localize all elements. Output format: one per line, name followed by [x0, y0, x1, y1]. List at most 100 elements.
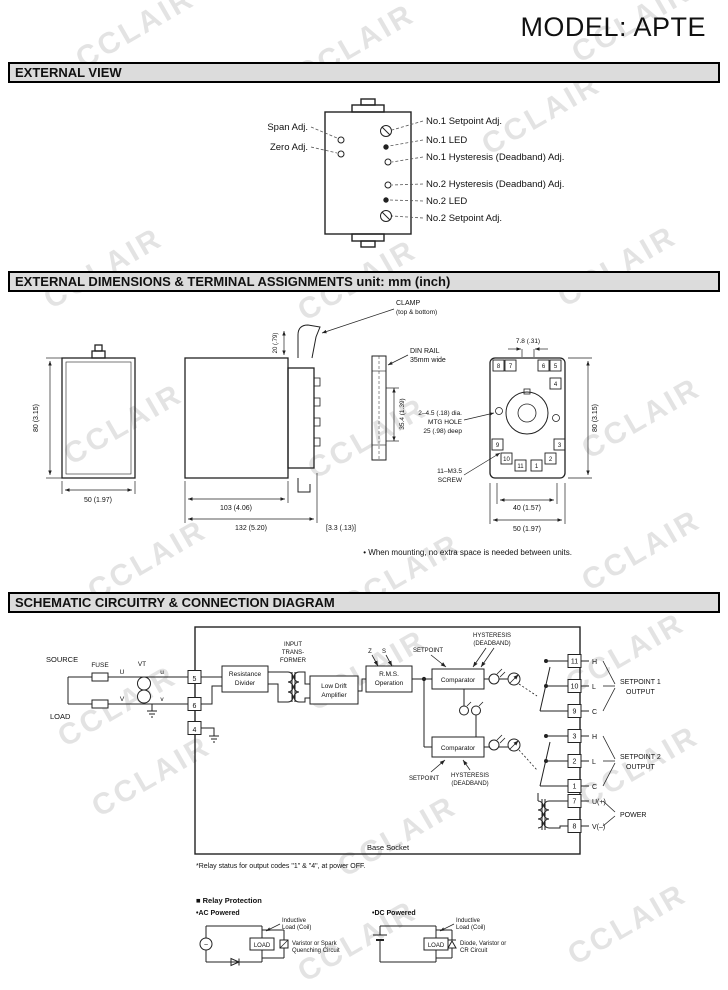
label-mtg-hole-3: 25 (.98) deep — [423, 428, 462, 435]
dim-rail-height: 35.4 (1.39) — [399, 398, 406, 429]
terminal-number: 10 — [503, 457, 510, 463]
terminal-number: 11 — [571, 659, 578, 666]
terminal-tag: V(–) — [592, 824, 605, 831]
section-header-schematic: SCHEMATIC CIRCUITRY & CONNECTION DIAGRAM — [8, 592, 720, 613]
label-hysteresis1-1: HYSTERESIS — [473, 633, 511, 639]
terminal-number: 8 — [497, 364, 501, 370]
section-title: EXTERNAL DIMENSIONS & TERMINAL ASSIGNMEN… — [15, 274, 451, 289]
terminal-tag: L — [592, 759, 596, 766]
leader-lines — [310, 120, 424, 219]
terminal-number: 10 — [571, 684, 579, 691]
label-inductive-dc-2: Load (Coil) — [456, 925, 485, 931]
label-screw-2: SCREW — [438, 477, 463, 484]
terminal-number: 9 — [573, 709, 577, 716]
label-output2-1: SETPOINT 2 — [620, 754, 661, 761]
label-clamp: CLAMP — [396, 300, 420, 307]
side-view — [184, 324, 321, 493]
schematic-wires — [67, 659, 616, 830]
terminal-number: 8 — [573, 824, 577, 831]
label-varistor-2: Quenching Circuit — [292, 948, 340, 954]
dc-protection-circuit — [373, 923, 457, 963]
terminal-number: 5 — [554, 364, 558, 370]
label-prim-u: U — [120, 669, 125, 676]
din-rail — [371, 355, 387, 461]
label-din-rail: DIN RAIL — [410, 348, 440, 355]
block-comparator2: Comparator — [441, 745, 476, 752]
label-sec-v: v — [160, 696, 164, 703]
front-view-dims — [46, 357, 136, 494]
mounting-note: • When mounting, no extra space is neede… — [363, 548, 572, 557]
label-output1-1: SETPOINT 1 — [620, 679, 661, 686]
relay-protection-title: ■ Relay Protection — [196, 896, 262, 905]
label-no1-led: No.1 LED — [426, 135, 467, 146]
terminal-number: 1 — [535, 464, 539, 470]
terminal-tag: C — [592, 784, 597, 791]
terminal-number: 7 — [573, 799, 577, 806]
label-adj-z: Z — [368, 649, 372, 655]
label-no1-hysteresis: No.1 Hysteresis (Deadband) Adj. — [426, 152, 564, 163]
terminal-number: 11 — [517, 464, 524, 470]
terminal-number: 2 — [549, 457, 553, 463]
label-varistor-1: Varistor or Spark — [292, 941, 338, 947]
ac-load-box: LOAD — [254, 943, 271, 949]
ac-protection-circuit — [199, 923, 289, 967]
block-resistance-1: Resistance — [229, 671, 262, 678]
label-hysteresis1-2: (DEADBAND) — [473, 641, 510, 647]
section-header-dimensions: EXTERNAL DIMENSIONS & TERMINAL ASSIGNMEN… — [8, 271, 720, 292]
dc-powered-title: •DC Powered — [372, 910, 416, 917]
label-zero-adj: Zero Adj. — [270, 142, 308, 153]
label-output2-2: OUTPUT — [626, 764, 656, 771]
block-comparator1: Comparator — [441, 677, 476, 684]
ac-powered-title: •AC Powered — [196, 910, 240, 917]
label-diode-1: Diode, Varistor or — [460, 941, 506, 947]
dim-pitch: 7.8 (.31) — [516, 338, 540, 345]
label-din-rail-sub: 35mm wide — [410, 357, 446, 364]
dim-rear-50: 50 (1.97) — [513, 526, 541, 533]
label-fuse: FUSE — [91, 662, 109, 669]
relay-note: *Relay status for output codes "1" & "4"… — [196, 863, 366, 870]
dim-gap: [3.3 (.13)] — [326, 525, 356, 532]
front-view — [61, 344, 136, 479]
dim-front-height: 80 (3.15) — [33, 404, 40, 432]
terminal-number: 1 — [573, 784, 577, 791]
terminal-number: 5 — [193, 676, 197, 683]
block-amplifier-2: Amplifier — [321, 692, 347, 699]
label-adj-s: S — [382, 649, 386, 655]
block-resistance-2: Divider — [235, 680, 256, 687]
terminal-number: 6 — [193, 703, 197, 710]
terminal-number: 7 — [509, 364, 513, 370]
terminal-boxes — [187, 654, 582, 833]
terminal-tag: H — [592, 659, 597, 666]
base-socket-outline — [194, 626, 581, 855]
terminal-number: 4 — [554, 382, 558, 388]
dim-depth-body: 103 (4.06) — [220, 505, 252, 512]
label-input-transformer-2: TRANS- — [282, 650, 304, 656]
label-no1-setpoint: No.1 Setpoint Adj. — [426, 116, 502, 127]
label-mtg-hole-2: MTG HOLE — [428, 419, 463, 426]
label-setpoint2-adj: SETPOINT — [409, 776, 439, 782]
page-title: MODEL: APTE — [520, 12, 706, 42]
label-inductive-ac-1: Inductive — [282, 918, 307, 924]
terminal-number: 3 — [558, 443, 562, 449]
relay-coils — [507, 672, 521, 752]
dim-rear-height: 80 (3.15) — [592, 404, 599, 432]
block-rms-2: Operation — [375, 680, 404, 687]
block-amplifier-1: Low Drift — [321, 683, 347, 690]
label-power: POWER — [620, 812, 646, 819]
label-output1-2: OUTPUT — [626, 689, 656, 696]
terminal-number: 2 — [573, 759, 577, 766]
block-rms-1: R.M.S. — [379, 671, 399, 678]
terminal-tag: L — [592, 684, 596, 691]
terminal-number: 6 — [542, 364, 546, 370]
section-title: SCHEMATIC CIRCUITRY & CONNECTION DIAGRAM — [15, 595, 335, 610]
label-setpoint1-adj: SETPOINT — [413, 648, 443, 654]
device-front-outline — [324, 98, 412, 248]
led-symbols — [459, 668, 506, 751]
dimensions-diagram: 80 (3.15) 50 (1.97) CLAMP (top & bottom)… — [33, 300, 599, 557]
terminal-tag: H — [592, 734, 597, 741]
section-header-external-view: EXTERNAL VIEW — [8, 62, 720, 83]
adjust-arrows — [371, 647, 495, 773]
ac-source-symbol: ~ — [204, 942, 208, 949]
label-diode-2: CR Circuit — [460, 948, 488, 954]
section-title: EXTERNAL VIEW — [15, 65, 122, 80]
